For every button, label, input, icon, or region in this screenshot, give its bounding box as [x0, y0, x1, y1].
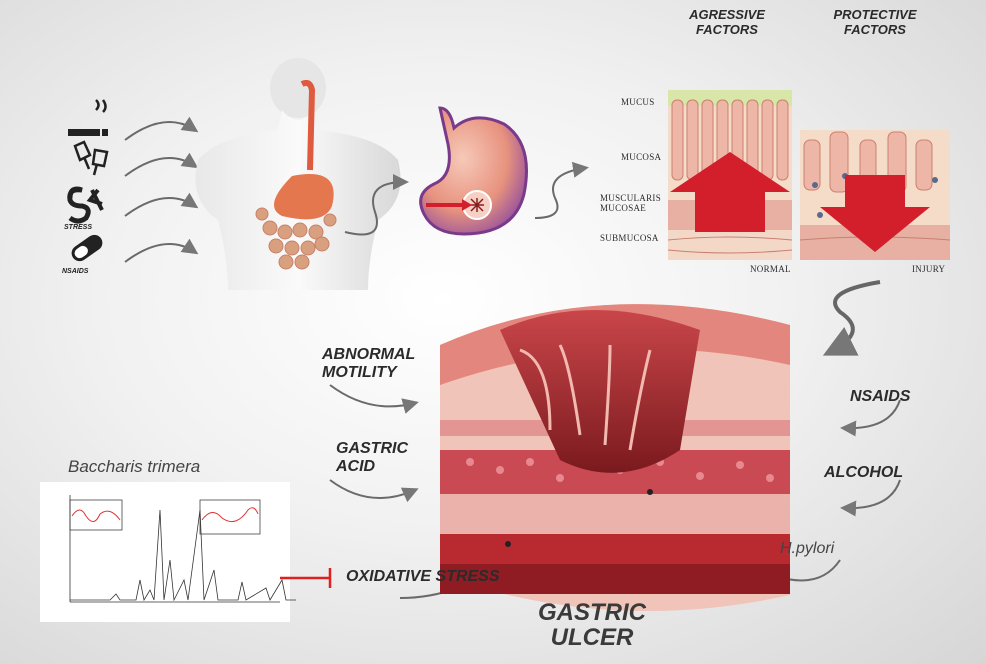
pill-icon [68, 232, 105, 265]
stress-label: STRESS [64, 224, 92, 232]
injury-label: INJURY [912, 264, 945, 274]
nsaids-icon-label: NSAIDS [62, 268, 88, 276]
arrow-injury-to-ulcer [830, 282, 880, 352]
mucosa-injury-panel [800, 130, 950, 260]
layer-mucus: MUCUS [621, 97, 655, 107]
layer-mucosa: MUCOSA [621, 152, 661, 162]
plant-name: Baccharis trimera [68, 457, 200, 476]
smoking-icon [68, 100, 108, 136]
layer-muscularis-mucosae: MUSCULARIS MUCOSAE [600, 193, 664, 213]
stress-icon [70, 189, 102, 221]
risk-arrows [125, 122, 195, 262]
mucosa-normal-panel [668, 90, 792, 260]
gastric-ulcer-title: GASTRIC ULCER [532, 600, 652, 650]
human-torso-figure [196, 58, 401, 290]
stomach-figure [421, 108, 527, 234]
gastric-ulcer-block [440, 304, 790, 611]
cause-hpylori: H.pylori [780, 540, 834, 558]
layer-submucosa: SUBMUCOSA [600, 233, 659, 243]
protective-factors-header: PROTECTIVE FACTORS [820, 8, 930, 37]
arrow-stomach-to-mucosa [535, 168, 585, 218]
cause-abnormal-motility: ABNORMAL MOTILITY [322, 346, 452, 382]
cause-gastric-acid: GASTRIC ACID [336, 440, 416, 476]
cause-oxidative-stress: OXIDATIVE STRESS [346, 568, 500, 586]
cause-nsaids: NSAIDS [850, 388, 910, 406]
chromatogram-chart [40, 482, 296, 622]
normal-label: NORMAL [750, 264, 791, 274]
aggressive-factors-header: AGRESSIVE FACTORS [672, 8, 782, 37]
alcohol-icon [75, 142, 107, 175]
cause-alcohol: ALCOHOL [824, 464, 903, 482]
